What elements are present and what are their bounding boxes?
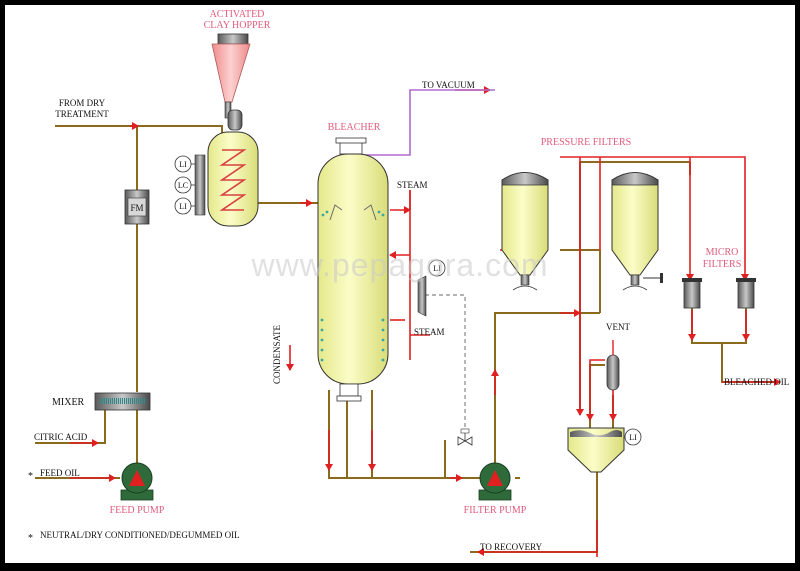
steam-label-bottom: STEAM xyxy=(414,327,445,337)
bleacher-level-indicator: LI xyxy=(428,259,446,277)
control-valve xyxy=(457,428,473,446)
condensate-label: CONDENSATE xyxy=(272,324,282,384)
from-dry-label-line2: TREATMENT xyxy=(55,109,109,119)
slurry-instruments: LI LC LI xyxy=(174,155,195,215)
li-label-3: LI xyxy=(433,264,441,273)
micro-filters-label-line1: MICRO xyxy=(706,247,739,258)
control-signal-line xyxy=(425,294,466,430)
micro-filters-label-line2: FILTERS xyxy=(703,259,742,270)
bleached-oil-label: BLEACHED OIL xyxy=(724,377,789,387)
li-label-4: LI xyxy=(629,433,637,442)
footnote-label: NEUTRAL/DRY CONDITIONED/DEGUMMED OIL xyxy=(40,530,240,540)
hopper-label-line2: CLAY HOPPER xyxy=(204,20,271,31)
receiver-tank xyxy=(567,427,625,473)
flow-arrows xyxy=(70,86,781,557)
to-vacuum-label: TO VACUUM xyxy=(422,80,475,90)
pressure-filter-2 xyxy=(611,172,663,291)
vent-separator xyxy=(606,340,620,391)
bleacher-label: BLEACHER xyxy=(328,122,381,133)
micro-filter-1 xyxy=(682,278,702,309)
activated-clay-hopper xyxy=(211,33,251,119)
mixer-label: MIXER xyxy=(52,397,85,408)
feed-oil-label: FEED OIL xyxy=(40,468,80,478)
feed-pump-label: FEED PUMP xyxy=(110,505,165,516)
feed-pump xyxy=(120,462,154,501)
pressure-filter-1 xyxy=(501,172,549,291)
micro-filter-2 xyxy=(736,278,756,309)
li-label-1: LI xyxy=(179,160,187,169)
from-dry-label-line1: FROM DRY xyxy=(59,98,106,108)
vacuum-line xyxy=(365,89,495,156)
flow-meter: FM xyxy=(124,189,150,225)
watermark: www.pepagora.com xyxy=(250,247,548,283)
hopper-label-line1: ACTIVATED xyxy=(210,9,265,20)
pressure-filters-label: PRESSURE FILTERS xyxy=(541,137,632,148)
li-label-2: LI xyxy=(179,202,187,211)
filter-pump-label: FILTER PUMP xyxy=(464,505,527,516)
citric-acid-label: CITRIC ACID xyxy=(34,432,88,442)
bleacher-vessel xyxy=(317,137,427,402)
vent-label: VENT xyxy=(606,322,630,332)
receiver-level-indicator: LI xyxy=(624,428,642,446)
to-recovery-label: TO RECOVERY xyxy=(480,542,543,552)
filter-pump xyxy=(478,462,512,501)
fm-label: FM xyxy=(130,203,143,213)
steam-label-top: STEAM xyxy=(397,180,428,190)
mixer xyxy=(94,392,151,411)
lc-label: LC xyxy=(178,181,188,190)
asterisk-feed-oil: * xyxy=(28,471,33,482)
asterisk-footnote: * xyxy=(28,533,33,544)
